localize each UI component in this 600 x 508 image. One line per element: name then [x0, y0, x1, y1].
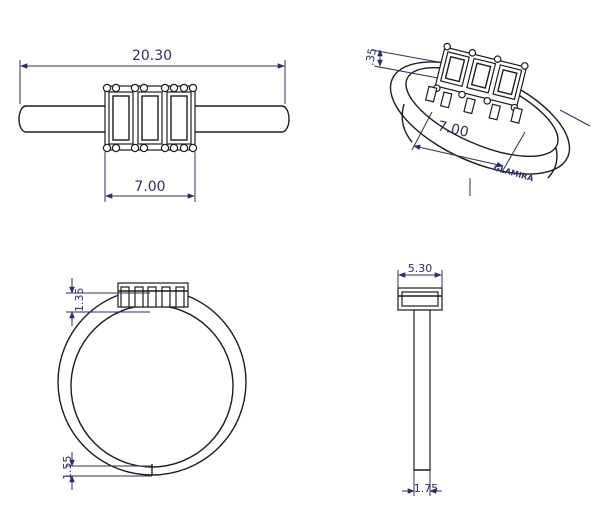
side-band-outer	[57, 288, 247, 476]
dim-side-width-bottom: 1.75	[414, 482, 439, 495]
dim-line-iso-width	[413, 144, 504, 168]
front-stones	[108, 91, 192, 145]
isometric-view: .35 7.00 GLAMIRA	[363, 42, 591, 196]
side-view: 1.35 1.55	[57, 278, 247, 490]
side-head	[117, 282, 189, 308]
dim-bottom-thickness: 1.55	[61, 456, 74, 481]
front-shank	[18, 105, 290, 133]
engraving-text: GLAMIRA	[492, 163, 535, 183]
profile-view: 5.30 1.75	[397, 262, 443, 496]
dim-top-thickness: 1.35	[73, 288, 86, 313]
front-prongs	[102, 83, 198, 153]
dim-setting-width-iso: 7.00	[436, 118, 470, 141]
side-band-inner	[70, 304, 234, 468]
dim-side-width-top: 5.30	[408, 262, 433, 275]
profile-shank	[413, 309, 431, 471]
iso-setting	[424, 42, 529, 124]
dim-iso-height: .35	[363, 47, 379, 66]
dim-overall-length: 20.30	[132, 48, 172, 64]
dim-setting-width-front: 7.00	[134, 179, 165, 195]
front-view: 20.30 7.00	[18, 48, 290, 202]
